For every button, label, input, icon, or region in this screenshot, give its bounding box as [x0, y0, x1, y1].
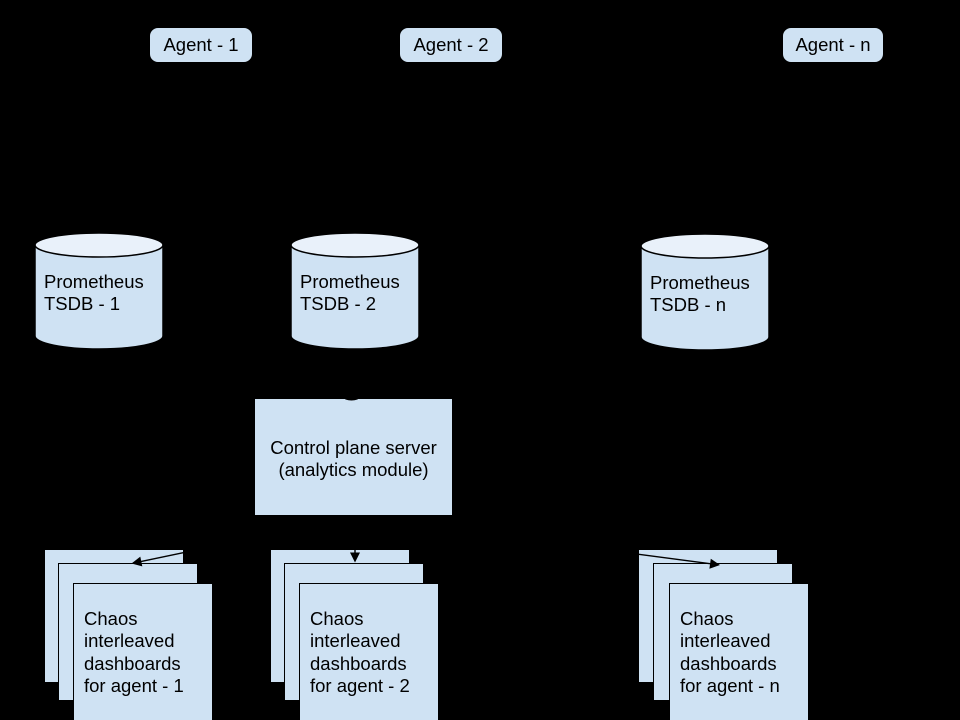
agent-2-label: Agent - 2 — [413, 34, 489, 55]
arrow-tsdb2-to-control-plane — [337, 350, 366, 401]
control-plane-server-node: Control plane server (analytics module) — [254, 398, 453, 516]
agent-n-label: Agent - n — [795, 34, 871, 55]
dashboards-2-label: Chaos interleaved dashboards for agent -… — [310, 608, 410, 697]
tsdb-1-label: Prometheus TSDB - 1 — [44, 271, 144, 314]
dashboards-n-label: Chaos interleaved dashboards for agent -… — [680, 608, 780, 697]
tsdb-n-label: Prometheus TSDB - n — [650, 272, 750, 315]
dashboards-1-label: Chaos interleaved dashboards for agent -… — [84, 608, 184, 697]
agent-1-label: Agent - 1 — [163, 34, 239, 55]
cylinder-shape — [640, 233, 770, 351]
dashboards-stack-agent-1: Chaos interleaved dashboards for agent -… — [73, 583, 213, 720]
prometheus-tsdb-n-cylinder: Prometheus TSDB - n — [640, 233, 770, 351]
control-plane-label-line2: (analytics module) — [278, 458, 429, 480]
tsdb-2-label: Prometheus TSDB - 2 — [300, 271, 400, 314]
prometheus-tsdb-2-cylinder: Prometheus TSDB - 2 — [290, 232, 420, 350]
cylinder-shape — [290, 232, 420, 350]
dashboards-stack-agent-n: Chaos interleaved dashboards for agent -… — [669, 583, 809, 720]
agent-n-node: Agent - n — [782, 27, 884, 63]
cylinder-shape — [34, 232, 164, 350]
agent-2-node: Agent - 2 — [399, 27, 503, 63]
dashboards-stack-agent-2: Chaos interleaved dashboards for agent -… — [299, 583, 439, 720]
agent-1-node: Agent - 1 — [149, 27, 253, 63]
control-plane-label-line1: Control plane server — [270, 436, 437, 458]
prometheus-tsdb-1-cylinder: Prometheus TSDB - 1 — [34, 232, 164, 350]
